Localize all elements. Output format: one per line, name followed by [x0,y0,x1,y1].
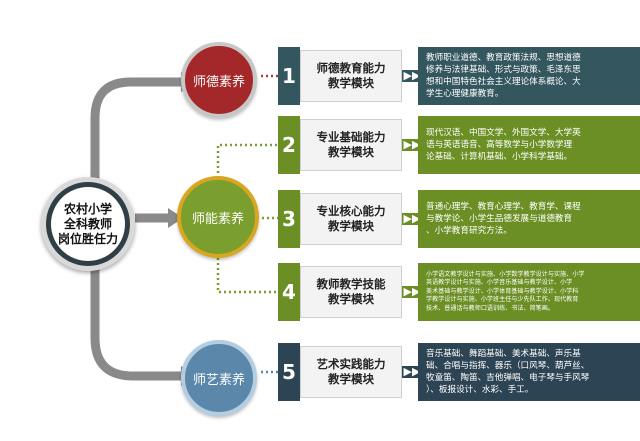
module-number: 2 [278,116,300,174]
module-row-4: 4 教师教学技能 教学模块 ▶▶ 小学语文教学设计与实施、小学数学教学设计与实施… [278,263,640,321]
module-title: 师德教育能力 教学模块 [316,61,386,90]
module-description-text: 现代汉语、中国文学、外国文学、大学英 语与英语语音、高等数学与小学数学理 论基础… [426,128,581,162]
module-description: 现代汉语、中国文学、外国文学、大学英 语与英语语音、高等数学与小学数学理 论基础… [418,116,640,174]
module-row-2: 2 专业基础能力 教学模块 ▶▶ 现代汉语、中国文学、外国文学、大学英 语与英语… [278,116,640,174]
center-node-inner: 农村小学 全科教师 岗位胜任力 [51,187,125,261]
center-node: 农村小学 全科教师 岗位胜任力 [41,177,135,271]
category-label: 师德素养 [192,74,245,90]
module-description: 教师职业道德、教育政策法规、思想道德 修养与法律基础、形式与政策、毛泽东思 想和… [418,47,640,105]
module-number: 4 [278,263,300,321]
module-number: 5 [278,343,300,401]
module-row-1: 1 师德教育能力 教学模块 ▶▶ 教师职业道德、教育政策法规、思想道德 修养与法… [278,47,640,105]
module-title-box: 师德教育能力 教学模块 [300,50,402,102]
module-title-box: 专业核心能力 教学模块 [300,193,402,245]
connector-arrowhead-shineng [168,208,183,228]
double-arrow-icon: ▶▶ [402,285,422,298]
category-label: 师艺素养 [192,372,245,388]
category-label: 师能素养 [191,211,244,227]
module-title: 教师教学技能 教学模块 [316,277,386,306]
double-arrow-icon: ▶▶ [402,365,422,378]
center-title: 农村小学 全科教师 岗位胜任力 [57,201,118,246]
module-description-text: 教师职业道德、教育政策法规、思想道德 修养与法律基础、形式与政策、毛泽东思 想和… [426,53,581,99]
module-description-text: 音乐基础、舞蹈基础、美术基础、声乐基 础、合唱与指挥、器乐（口风琴、葫芦丝、 牧… [426,349,590,395]
module-description: 音乐基础、舞蹈基础、美术基础、声乐基 础、合唱与指挥、器乐（口风琴、葫芦丝、 牧… [418,343,640,401]
category-shide: 师德素养 [181,42,257,118]
module-row-5: 5 艺术实践能力 教学模块 ▶▶ 音乐基础、舞蹈基础、美术基础、声乐基 础、合唱… [278,343,640,401]
module-title: 艺术实践能力 教学模块 [316,357,386,386]
module-title-box: 艺术实践能力 教学模块 [300,346,402,398]
connector-to-shide [90,77,186,187]
double-arrow-icon: ▶▶ [402,69,422,82]
module-description-text: 小学语文教学设计与实施、小学数学教学设计与实施、小学 英语教学设计与实施、小学音… [426,270,585,312]
module-description: 小学语文教学设计与实施、小学数学教学设计与实施、小学 英语教学设计与实施、小学音… [418,263,640,321]
dotted-link-4 [216,258,278,294]
dotted-link-2 [216,143,278,178]
module-number: 3 [278,190,300,248]
module-title: 专业基础能力 教学模块 [316,130,386,159]
module-row-3: 3 专业核心能力 教学模块 ▶▶ 普通心理学、教育心理学、教育学、课程 与教学论… [278,190,640,248]
double-arrow-icon: ▶▶ [402,138,422,151]
module-number: 1 [278,47,300,105]
module-description-text: 普通心理学、教育心理学、教育学、课程 与教学论、小学生品德发展与道德教育 、小学… [426,202,581,236]
connector-to-shiyi [90,263,186,381]
category-shiyi: 师艺素养 [181,340,257,416]
module-title-box: 专业基础能力 教学模块 [300,119,402,171]
module-title-box: 教师教学技能 教学模块 [300,266,402,318]
module-description: 普通心理学、教育心理学、教育学、课程 与教学论、小学生品德发展与道德教育 、小学… [418,190,640,248]
module-title: 专业核心能力 教学模块 [316,204,386,233]
double-arrow-icon: ▶▶ [402,212,422,225]
category-shineng: 师能素养 [177,176,259,258]
